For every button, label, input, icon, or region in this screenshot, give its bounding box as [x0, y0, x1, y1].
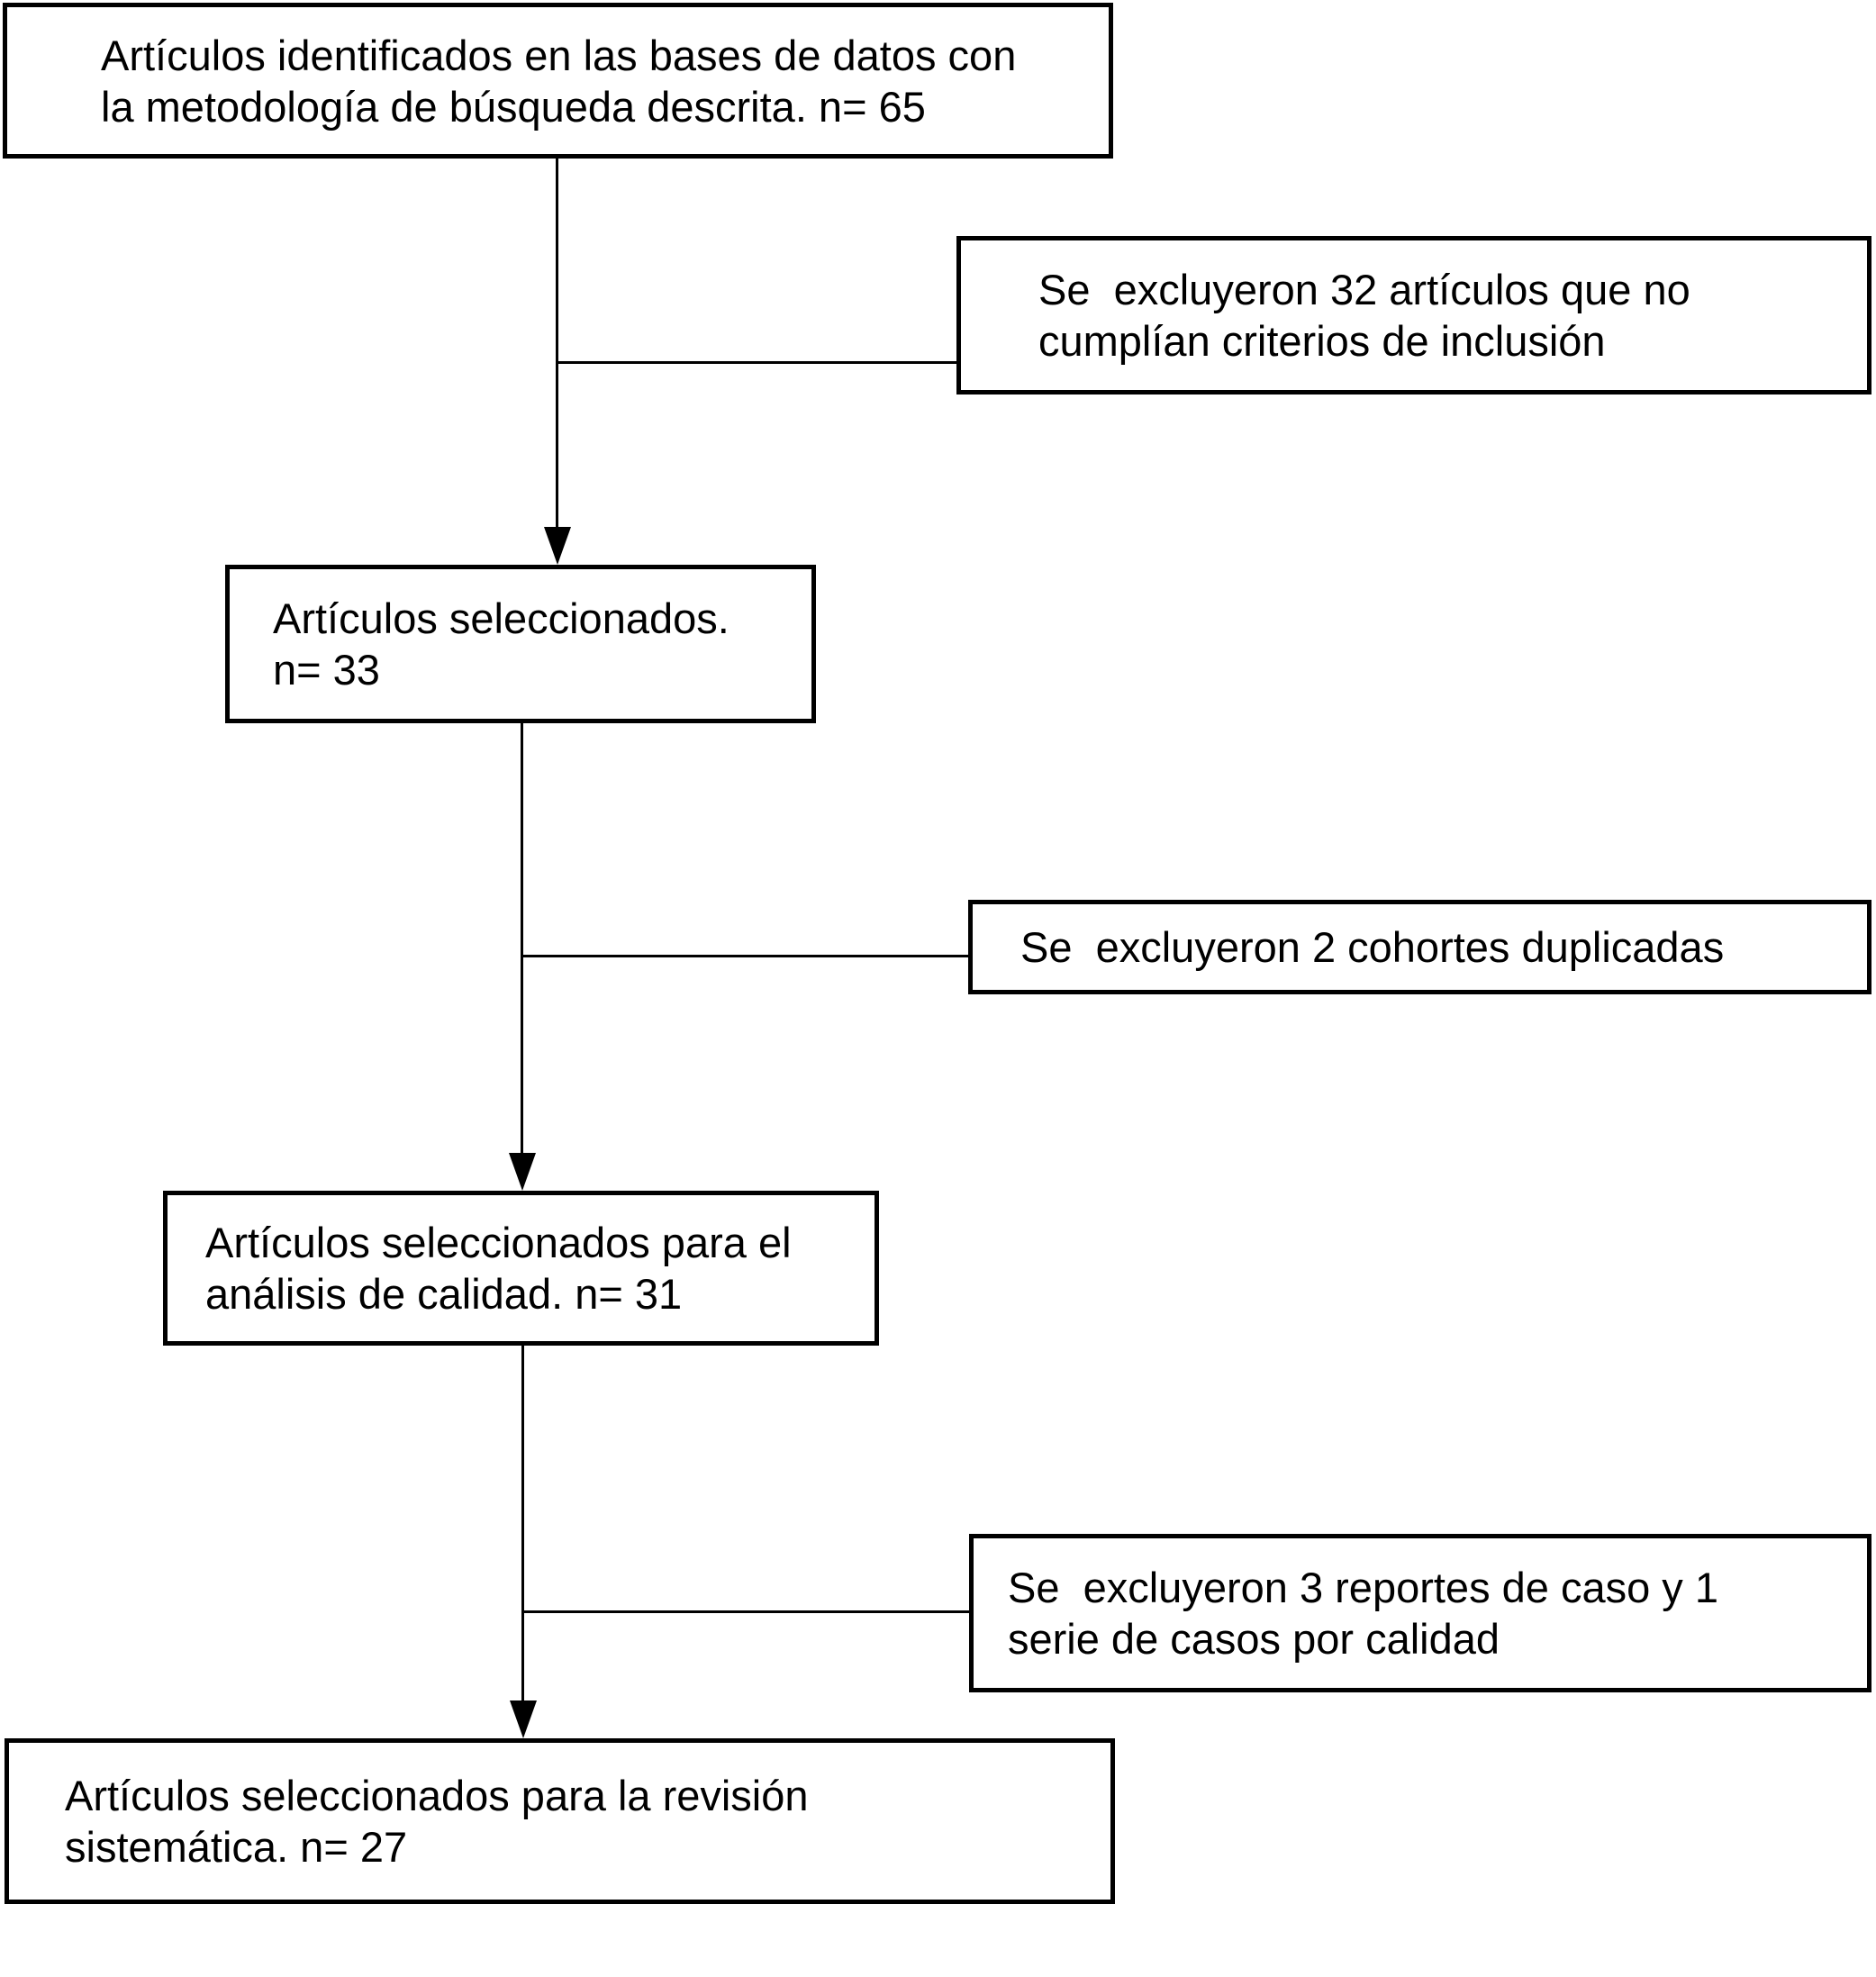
arrow-down-icon: [510, 1700, 537, 1738]
connector-vertical-1: [556, 159, 558, 531]
flow-box-quality-analysis-line2: análisis de calidad. n= 31: [205, 1270, 683, 1318]
connector-branch-2: [521, 955, 969, 957]
flow-box-excluded-criteria-line1: Se excluyeron 32 artículos que no: [1038, 266, 1690, 313]
flow-box-excluded-quality: Se excluyeron 3 reportes de caso y 1 ser…: [969, 1534, 1871, 1692]
connector-branch-1: [556, 361, 957, 364]
flow-box-excluded-duplicates: Se excluyeron 2 cohortes duplicadas: [968, 900, 1871, 994]
connector-vertical-3: [521, 1346, 524, 1705]
flow-box-excluded-quality-line2: serie de casos por calidad: [1008, 1615, 1500, 1663]
connector-branch-3: [521, 1610, 970, 1613]
flow-box-identified-line2: la metodología de búsqueda descrita. n= …: [101, 82, 926, 131]
flow-box-quality-analysis-line1: Artículos seleccionados para el: [205, 1219, 792, 1266]
flow-box-excluded-criteria-line2: cumplían criterios de inclusión: [1038, 317, 1606, 365]
flow-box-final-review: Artículos seleccionados para la revisión…: [5, 1738, 1115, 1904]
flow-box-selected: Artículos seleccionados. n= 33: [225, 565, 816, 723]
flow-box-selected-line1: Artículos seleccionados.: [273, 594, 730, 642]
flow-box-selected-line2: n= 33: [273, 646, 380, 694]
arrow-down-icon: [544, 527, 571, 565]
flow-box-excluded-duplicates-line1: Se excluyeron 2 cohortes duplicadas: [1020, 923, 1725, 971]
arrow-down-icon: [509, 1153, 536, 1191]
flow-box-quality-analysis: Artículos seleccionados para el análisis…: [163, 1191, 879, 1346]
flow-box-final-review-line1: Artículos seleccionados para la revisión: [65, 1772, 809, 1819]
flow-box-identified-line1: Artículos identificados en las bases de …: [101, 31, 1017, 79]
connector-vertical-2: [521, 722, 523, 1157]
flow-box-identified: Artículos identificados en las bases de …: [3, 3, 1113, 159]
flow-box-excluded-criteria: Se excluyeron 32 artículos que no cumplí…: [956, 236, 1871, 394]
flow-box-excluded-quality-line1: Se excluyeron 3 reportes de caso y 1: [1008, 1564, 1718, 1611]
flow-box-final-review-line2: sistemática. n= 27: [65, 1823, 408, 1871]
